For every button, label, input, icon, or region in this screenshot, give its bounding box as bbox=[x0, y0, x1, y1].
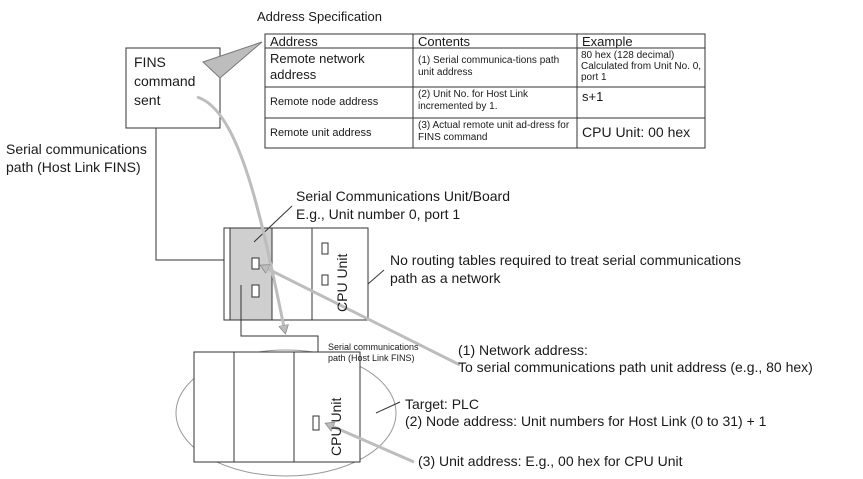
small-path-label-line2: path (Host Link FINS) bbox=[328, 353, 415, 363]
cpu-unit-label-upper: CPU Unit bbox=[334, 253, 350, 312]
fins-callout-pointer bbox=[202, 41, 263, 79]
spec-table-grid bbox=[264, 33, 706, 149]
table-header-address: Address bbox=[270, 34, 318, 49]
table-cell-example: CPU Unit: 00 hex bbox=[582, 124, 691, 140]
fins-box-line3: sent bbox=[134, 92, 161, 108]
network-address-line2: To serial communications path unit addre… bbox=[458, 359, 813, 375]
serial-path-label-line1: Serial communications bbox=[6, 141, 147, 157]
routing-note-line1: No routing tables required to treat seri… bbox=[390, 252, 741, 268]
network-address-arrow bbox=[262, 266, 461, 367]
table-cell-example: 80 hex (128 decimal) Calculated from Uni… bbox=[581, 50, 702, 83]
table-cell-contents: (1) Serial communica-tions path unit add… bbox=[418, 55, 560, 78]
fins-routing-arrow bbox=[196, 95, 285, 332]
target-line2: (2) Node address: Unit numbers for Host … bbox=[405, 413, 767, 429]
target-plc-rack bbox=[193, 351, 361, 463]
table-cell-contents: (3) Actual remote unit ad-dress for FINS… bbox=[418, 120, 570, 143]
scu-label-line1: Serial Communications Unit/Board bbox=[296, 188, 510, 204]
unit-address-arrow bbox=[327, 424, 415, 464]
routing-note-line2: path as a network bbox=[390, 270, 501, 286]
target-line1: Target: PLC bbox=[405, 396, 479, 412]
table-header-contents: Contents bbox=[418, 34, 471, 49]
table-cell-address: Remote node address bbox=[270, 96, 379, 108]
serial-path-label-line2: path (Host Link FINS) bbox=[6, 159, 141, 175]
spec-title: Address Specification bbox=[257, 9, 383, 24]
fins-box-line2: command bbox=[134, 73, 196, 89]
table-cell-address: Remote network address bbox=[270, 51, 365, 82]
table-cell-contents: (2) Unit No. for Host Link incremented b… bbox=[418, 89, 529, 112]
scu-label-line2: E.g., Unit number 0, port 1 bbox=[296, 206, 461, 222]
network-address-line1: (1) Network address: bbox=[458, 342, 588, 358]
table-cell-example: s+1 bbox=[582, 89, 604, 104]
target-ellipse bbox=[175, 349, 397, 477]
table-cell-address: Remote unit address bbox=[270, 127, 372, 139]
unit-address-label: (3) Unit address: E.g., 00 hex for CPU U… bbox=[418, 453, 683, 469]
cpu-unit-label-target: CPU Unit bbox=[328, 397, 344, 456]
small-path-label-line1: Serial communications bbox=[328, 342, 419, 352]
table-header-example: Example bbox=[582, 34, 633, 49]
fins-box-line1: FINS bbox=[134, 54, 166, 70]
